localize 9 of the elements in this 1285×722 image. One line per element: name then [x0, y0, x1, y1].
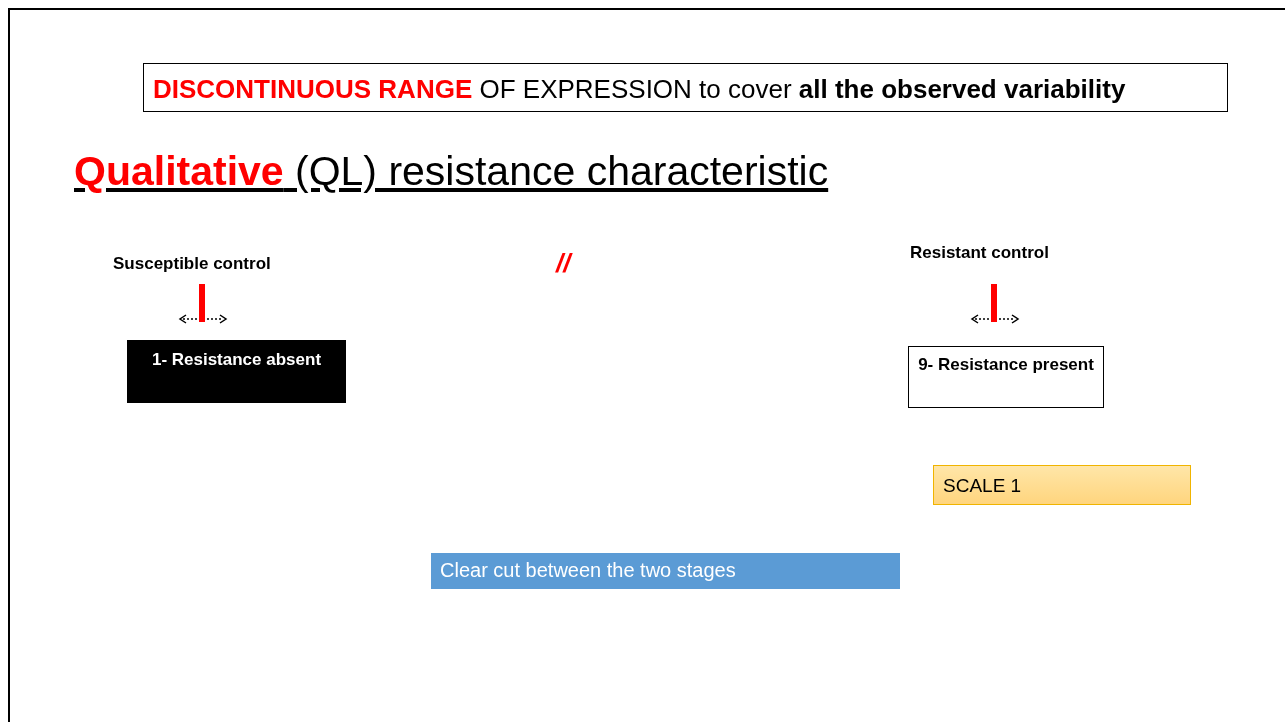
- scale-box: SCALE 1: [933, 465, 1191, 505]
- statement-box: DISCONTINUOUS RANGE OF EXPRESSION to cover all the observed variability: [143, 63, 1228, 112]
- slide-title: Qualitative (QL) resistance characteristic: [74, 148, 829, 195]
- class-box: 1- Resistance absent: [127, 340, 346, 403]
- note-box: Clear cut between the two stages: [431, 553, 900, 589]
- class-box: 9- Resistance present: [908, 346, 1104, 408]
- control-label: Resistant control: [910, 243, 1049, 263]
- control-label: Susceptible control: [113, 254, 271, 274]
- separator-mark: //: [556, 248, 571, 279]
